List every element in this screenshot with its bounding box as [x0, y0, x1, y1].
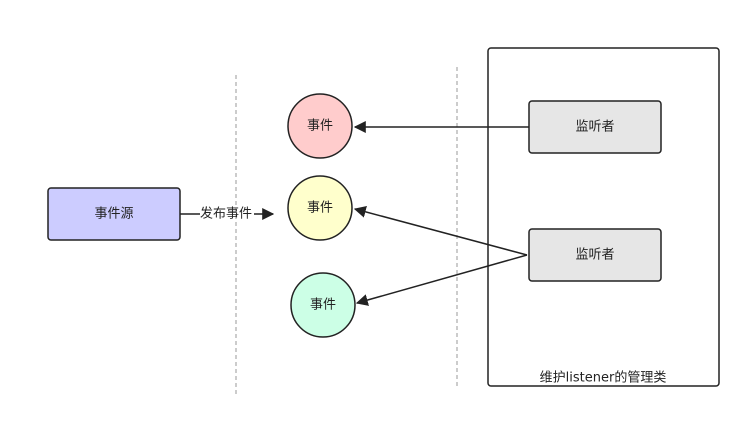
- listen-arrow: [355, 254, 528, 306]
- event-source-label: 事件源: [94, 207, 133, 222]
- listen-arrow: [353, 205, 528, 256]
- listener-node: 监听者: [528, 228, 662, 282]
- event-label: 事件: [310, 298, 336, 313]
- listener-label: 监听者: [575, 120, 614, 135]
- event-node: 事件: [287, 93, 353, 159]
- publish-label: 发布事件: [200, 206, 252, 222]
- listener-node: 监听者: [528, 100, 662, 154]
- event-label: 事件: [307, 201, 333, 216]
- publish-connector: 发布事件: [180, 206, 275, 222]
- event-source-node: 事件源: [47, 187, 181, 241]
- event-node: 事件: [287, 175, 353, 241]
- manager-container: 维护listener的管理类: [487, 47, 720, 387]
- manager-label: 维护listener的管理类: [540, 370, 667, 386]
- listener-label: 监听者: [575, 248, 614, 263]
- event-node: 事件: [290, 272, 356, 338]
- event-label: 事件: [307, 119, 333, 134]
